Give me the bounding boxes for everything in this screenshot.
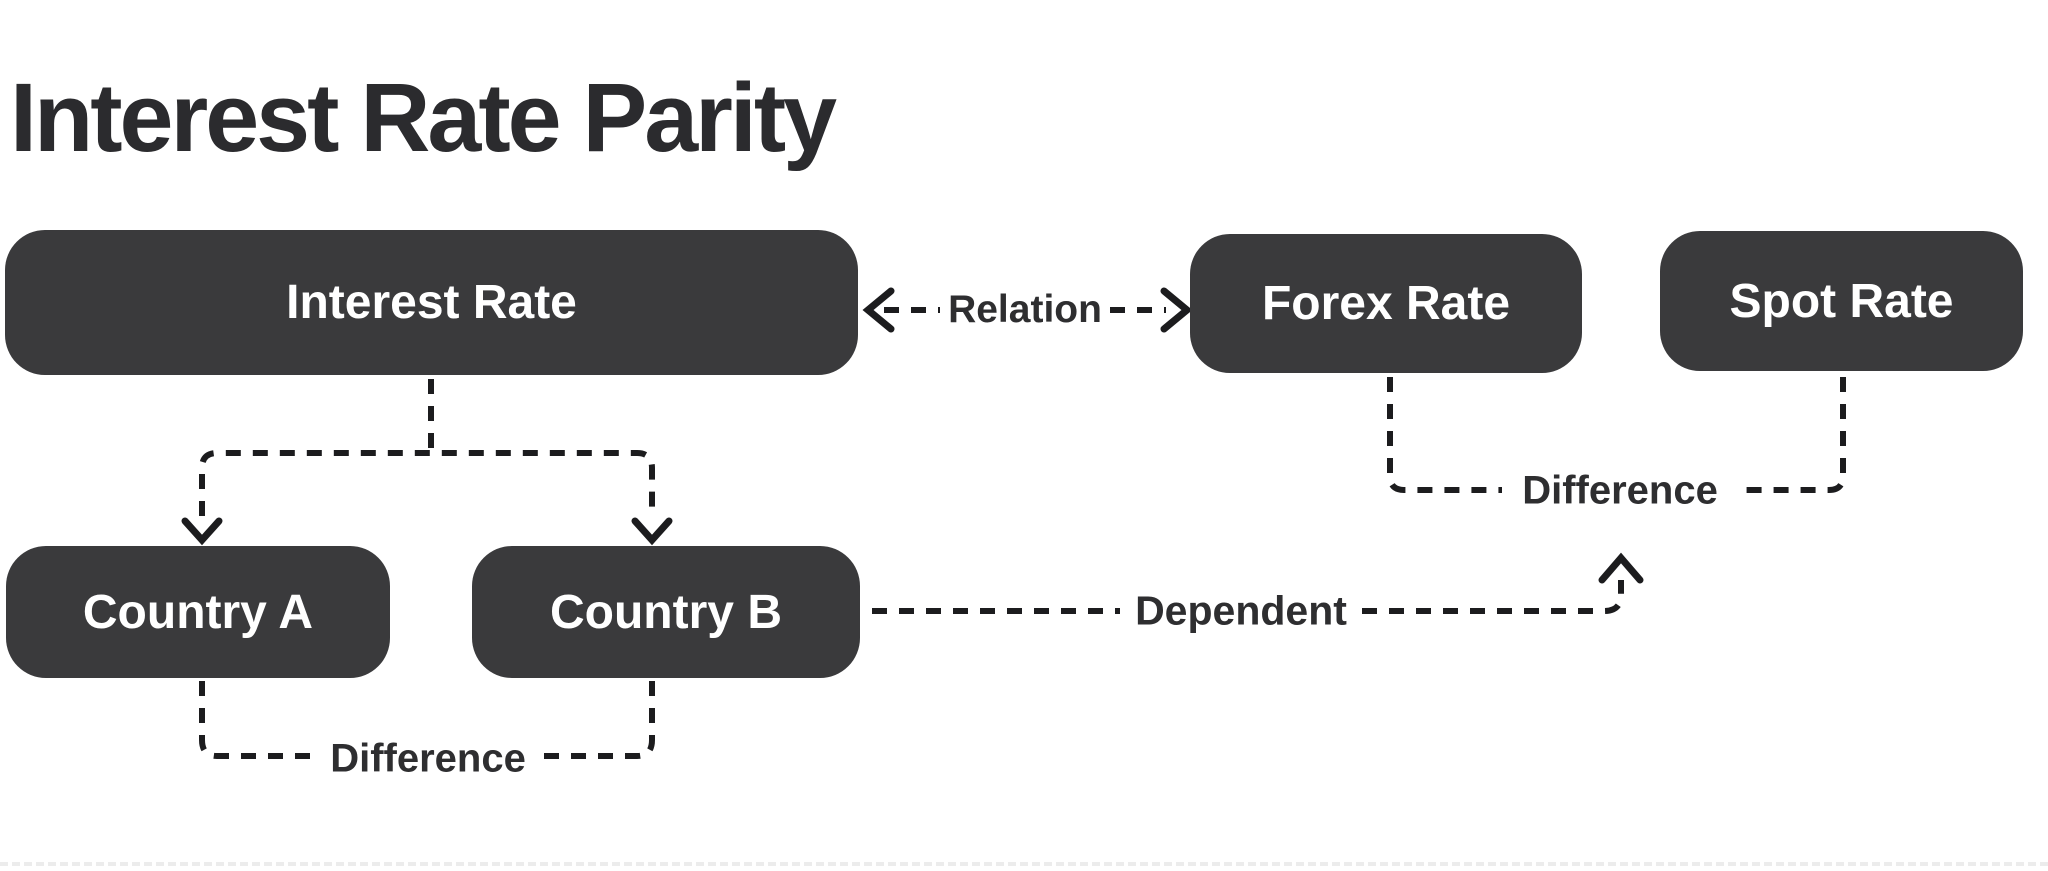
node-interest-rate-label: Interest Rate [286,276,577,329]
arrow-down-country-b-icon [631,517,673,546]
edge-label-dependent: Dependent [1129,587,1353,635]
node-forex-rate[interactable]: Forex Rate [1190,234,1582,373]
arrow-down-country-a-icon [181,517,223,546]
diff-top-left-wire [1387,377,1502,493]
diff-bottom-left-wire [199,681,318,759]
page-title: Interest Rate Parity [10,63,837,172]
bottom-edge-dashes [0,862,2048,866]
node-forex-rate-label: Forex Rate [1261,277,1511,330]
arrow-right-icon [1160,287,1193,333]
edge-label-difference-top: Difference [1516,468,1724,514]
node-country-b-label: Country B [550,585,782,639]
branch-rail [199,450,655,516]
edge-label-difference-bottom: Difference [324,736,532,782]
diff-top-right-wire [1740,377,1846,493]
node-spot-rate[interactable]: Spot Rate [1660,231,2023,371]
edge-label-relation: Relation [942,288,1108,332]
diff-bottom-right-wire [538,681,655,759]
node-country-a-label: Country A [82,585,314,639]
node-interest-rate[interactable]: Interest Rate [5,230,858,375]
arrow-up-icon [1598,552,1644,584]
node-country-a[interactable]: Country A [6,546,390,678]
node-spot-rate-label: Spot Rate [1729,274,1954,328]
dependent-wire-right [1362,580,1624,614]
arrow-left-icon [862,287,895,333]
node-country-b[interactable]: Country B [472,546,860,678]
